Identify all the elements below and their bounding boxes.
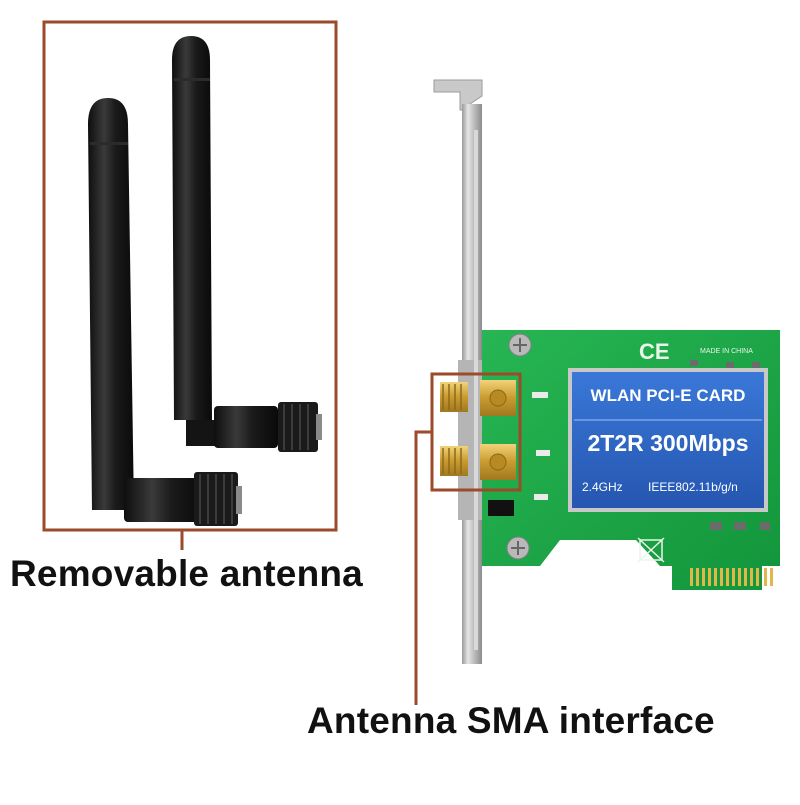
sma-connector-top	[440, 380, 516, 416]
pci-bracket	[433, 79, 486, 664]
made-in-label: MADE IN CHINA	[700, 348, 753, 355]
card-frequency: 2.4GHz	[582, 480, 623, 494]
antenna-callout-box	[42, 20, 338, 532]
card-spec: 2T2R 300Mbps	[587, 430, 749, 456]
sma-connector-bottom	[440, 444, 516, 480]
ce-mark: CE	[639, 339, 670, 364]
removable-antenna-label: Removable antenna	[10, 553, 363, 594]
sma-callout-line	[414, 430, 432, 705]
card-sticker	[568, 368, 768, 512]
card-standard: IEEE802.11b/g/n	[648, 480, 738, 494]
antenna-tall	[172, 36, 322, 452]
antenna-short	[88, 98, 242, 526]
card-title: WLAN PCI-E CARD	[590, 386, 746, 405]
sma-interface-label: Antenna SMA interface	[307, 700, 715, 741]
